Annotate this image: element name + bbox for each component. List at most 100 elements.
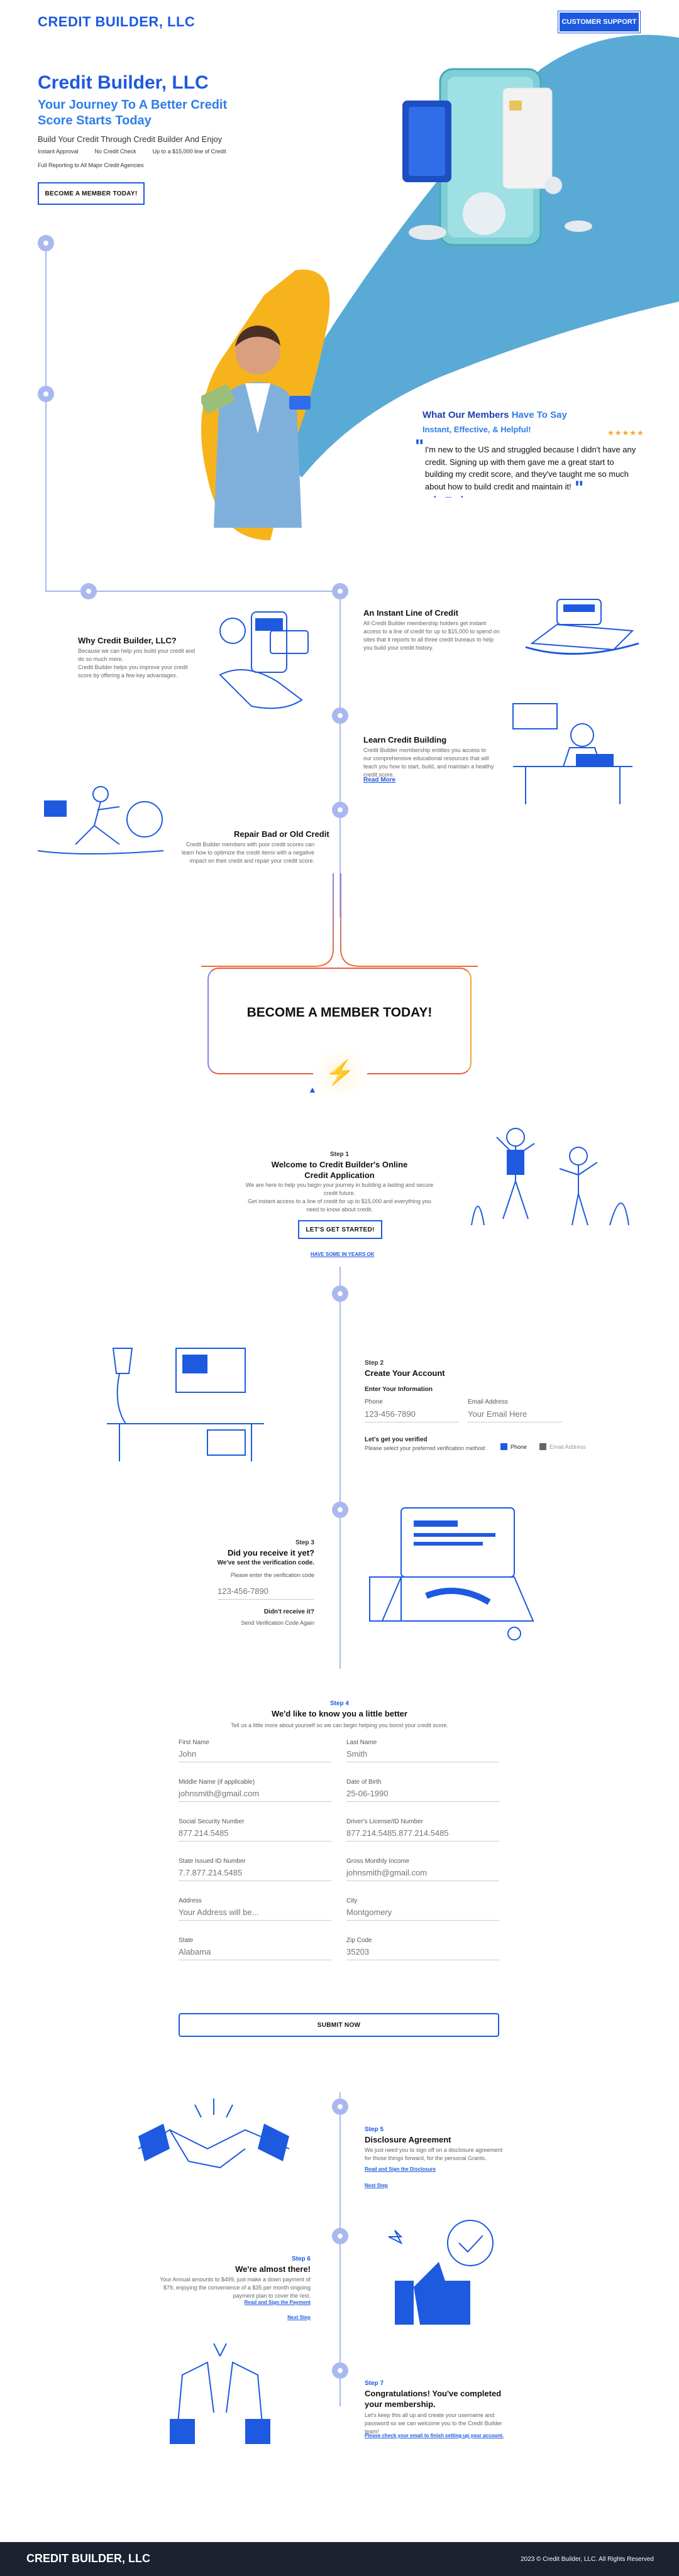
workspace-illustration bbox=[107, 1348, 264, 1461]
hero-cta-button[interactable]: BECOME A MEMBER TODAY! bbox=[38, 182, 145, 205]
license-input[interactable] bbox=[346, 1825, 499, 1842]
repair-credit-body: Credit Builder members with poor credit … bbox=[181, 841, 314, 865]
step1-secondary-link[interactable]: HAVE SOME IN YEARS OK bbox=[311, 1252, 375, 1257]
learn-read-more-link[interactable]: Read More bbox=[363, 777, 396, 783]
timeline-node bbox=[332, 802, 348, 818]
instant-credit-body: All Credit Builder membership holders ge… bbox=[363, 620, 500, 652]
timeline-node bbox=[332, 583, 348, 599]
step3-enter-code: Please enter the verification code bbox=[230, 1572, 314, 1578]
field-label: First Name bbox=[179, 1739, 209, 1746]
last-name-input[interactable] bbox=[346, 1746, 499, 1762]
testimonial-quote: I'm new to the US and struggled because … bbox=[425, 445, 636, 491]
testimonial-heading: What Our Members Have To Say bbox=[422, 410, 567, 420]
testimonial-heading-dark: What Our Members bbox=[422, 410, 509, 420]
form-field-city: City bbox=[346, 1897, 499, 1921]
zip-input[interactable] bbox=[346, 1944, 499, 1960]
instant-credit-title: An Instant Line of Credit bbox=[363, 608, 458, 618]
step6-next-link[interactable]: Next Step bbox=[287, 2315, 311, 2320]
handshake-illustration bbox=[138, 2098, 290, 2169]
step6-title: We're almost there! bbox=[235, 2264, 311, 2274]
verify-subtitle: Please select your preferred verificatio… bbox=[365, 1445, 487, 1451]
payment-sign-link[interactable]: Read and Sign the Payment bbox=[244, 2300, 311, 2305]
middle-name-input[interactable] bbox=[179, 1786, 331, 1802]
timeline-connector bbox=[45, 591, 344, 592]
verify-email-option[interactable]: Email Address bbox=[539, 1443, 586, 1450]
timeline-node bbox=[80, 583, 97, 599]
why-paragraph-2: Credit Builder helps you improve your cr… bbox=[78, 664, 188, 679]
step7-body: Let's keep this all up and create your u… bbox=[365, 2412, 502, 2435]
address-input[interactable] bbox=[179, 1904, 331, 1921]
field-label: Date of Birth bbox=[346, 1779, 382, 1786]
verify-phone-option[interactable]: Phone bbox=[500, 1443, 527, 1450]
learn-credit-body: Credit Builder membership entitles you a… bbox=[363, 747, 494, 778]
member-box-title: BECOME A MEMBER TODAY! bbox=[246, 1005, 433, 1020]
email-input[interactable] bbox=[468, 1406, 562, 1422]
didnt-receive: Didn't receive it? bbox=[263, 1608, 314, 1615]
step3-title: Did you receive it yet? bbox=[228, 1548, 314, 1558]
get-started-button[interactable]: LET'S GET STARTED! bbox=[298, 1220, 382, 1239]
laptop-typing-illustration bbox=[369, 1507, 534, 1640]
submit-button[interactable]: SUBMIT NOW bbox=[179, 2013, 499, 2037]
customer-support-button[interactable]: CUSTOMER SUPPORT bbox=[558, 11, 640, 33]
field-label: State bbox=[179, 1937, 194, 1944]
lightning-icon: ⚡ bbox=[313, 1046, 367, 1100]
testimonial-slider-dots[interactable]: • — • bbox=[434, 494, 467, 501]
step4-label: Step 4 bbox=[329, 1700, 349, 1707]
step4-title: We'd like to know you a little better bbox=[272, 1709, 407, 1718]
phone-hand-illustration bbox=[219, 611, 309, 709]
verification-code-input[interactable] bbox=[218, 1583, 314, 1600]
hero-reporting: Full Reporting to All Major Credit Agenc… bbox=[38, 162, 144, 168]
state-input[interactable] bbox=[179, 1944, 331, 1960]
field-label: Zip Code bbox=[346, 1937, 372, 1944]
resend-code-link[interactable]: Send Verification Code Again bbox=[241, 1620, 314, 1626]
step1-title: Welcome to Credit Builder's Online Credi… bbox=[271, 1160, 408, 1180]
timeline-connector bbox=[340, 1518, 341, 1669]
verify-email-label: Email Address bbox=[549, 1443, 586, 1450]
footer-logo[interactable]: CREDIT BUILDER, LLC bbox=[26, 2552, 150, 2565]
header-logo[interactable]: CREDIT BUILDER, LLC bbox=[38, 14, 196, 30]
hero-title: Credit Builder, LLC bbox=[38, 72, 209, 93]
dob-input[interactable] bbox=[346, 1786, 499, 1802]
step6-label: Step 6 bbox=[291, 2256, 311, 2262]
quote-close-icon: " bbox=[575, 478, 584, 498]
step7-title: Congratulations! You've completed your m… bbox=[365, 2389, 502, 2409]
testimonial-stars: ★★★★★ bbox=[607, 428, 644, 437]
disclosure-sign-link[interactable]: Read and Sign the Disclosure bbox=[365, 2166, 436, 2172]
footer-copyright: 2023 © Credit Builder, LLC. All Rights R… bbox=[521, 2556, 654, 2563]
check-email-link[interactable]: Please check your email to finish settin… bbox=[365, 2433, 504, 2438]
step2-label: Step 2 bbox=[365, 1360, 384, 1367]
phone-input[interactable] bbox=[365, 1406, 459, 1422]
man-with-cash-illustration bbox=[201, 325, 311, 528]
form-field-state-id: State Issued ID Number bbox=[179, 1858, 331, 1881]
step5-title: Disclosure Agreement bbox=[365, 2135, 451, 2144]
field-label: Middle Name (if applicable) bbox=[179, 1779, 255, 1786]
city-input[interactable] bbox=[346, 1904, 499, 1921]
hero-tagline: Build Your Credit Through Credit Builder… bbox=[38, 134, 223, 144]
feature-line-of-credit: Up to a $15,000 line of Credit bbox=[152, 148, 226, 155]
ssn-input[interactable] bbox=[179, 1825, 331, 1842]
repair-credit-title: Repair Bad or Old Credit bbox=[234, 829, 329, 839]
step7-label: Step 7 bbox=[365, 2380, 384, 2387]
form-field-income: Gross Monthly Income bbox=[346, 1858, 499, 1881]
timeline-node bbox=[332, 2098, 348, 2115]
credit-card-machine-illustration bbox=[525, 599, 639, 655]
step3-label: Step 3 bbox=[295, 1539, 314, 1546]
feature-instant-approval: Instant Approval bbox=[38, 148, 79, 155]
timeline-node bbox=[332, 2362, 348, 2379]
step3-sent: We've sent the verification code. bbox=[217, 1559, 314, 1566]
step5-next-link[interactable]: Next Step bbox=[365, 2183, 388, 2188]
quote-open-icon: " bbox=[415, 436, 424, 457]
play-triangle-icon: ▲ bbox=[308, 1084, 317, 1094]
step6-body: Your Annual amounts to $499, just make a… bbox=[160, 2276, 311, 2300]
learn-credit-title: Learn Credit Building bbox=[363, 735, 447, 745]
email-label: Email Address bbox=[468, 1399, 508, 1405]
timeline-connector bbox=[45, 243, 47, 592]
celebration-illustration bbox=[471, 1128, 629, 1226]
checkbox-unchecked-icon bbox=[539, 1443, 546, 1450]
state-id-input[interactable] bbox=[179, 1865, 331, 1881]
income-input[interactable] bbox=[346, 1865, 499, 1881]
phone-label: Phone bbox=[365, 1399, 383, 1405]
field-label: City bbox=[346, 1897, 358, 1904]
first-name-input[interactable] bbox=[179, 1746, 331, 1762]
step2-title: Create Your Account bbox=[365, 1368, 445, 1378]
